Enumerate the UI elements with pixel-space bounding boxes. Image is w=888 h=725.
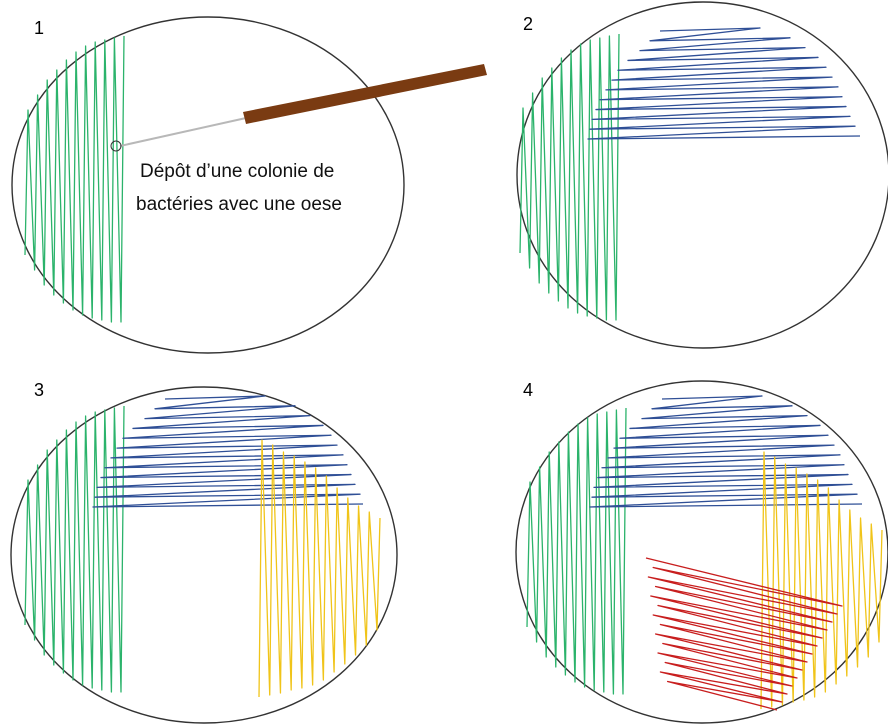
panel-3: [10, 386, 398, 724]
petri-dish-1: [11, 16, 405, 354]
caption-line-2: bactéries avec une oese: [136, 194, 342, 215]
panel-1: Dépôt d’une colonie de bactéries avec un…: [11, 16, 487, 354]
streak-line: [24, 405, 125, 693]
streak-line: [92, 395, 364, 508]
streak-zone-2: [589, 395, 863, 508]
streak-line: [24, 35, 125, 323]
streak-zone-1: [526, 407, 627, 695]
streak-zone-4: [645, 557, 843, 711]
streak-line: [645, 557, 843, 711]
step-3-label: 3: [34, 380, 45, 400]
streak-line: [589, 395, 863, 508]
streak-zone-3: [258, 439, 381, 698]
streak-line: [760, 451, 883, 710]
streak-zone-2: [92, 395, 364, 508]
petri-dish-4: [515, 380, 888, 724]
streak-line: [587, 27, 861, 140]
step-1-label: 1: [34, 18, 45, 38]
streak-zone-1: [519, 33, 620, 321]
streak-line: [519, 33, 620, 321]
streak-zone-1: [24, 405, 125, 693]
petri-dish-3: [10, 386, 398, 724]
streak-line: [526, 407, 627, 695]
inoculating-loop: [110, 64, 487, 152]
streak-zone-3: [760, 451, 883, 710]
streak-zone-2: [587, 27, 861, 140]
loop-wire: [119, 117, 247, 147]
caption-line-1: Dépôt d’une colonie de: [140, 161, 334, 182]
panel-4: [515, 380, 888, 724]
loop-tip: [110, 140, 122, 152]
step-2-label: 2: [523, 14, 534, 34]
streak-line: [258, 439, 381, 698]
panel-2: [516, 1, 888, 349]
petri-dish-2: [516, 1, 888, 349]
streak-zone-1: [24, 35, 125, 323]
step-4-label: 4: [523, 380, 534, 400]
loop-handle: [243, 64, 487, 124]
